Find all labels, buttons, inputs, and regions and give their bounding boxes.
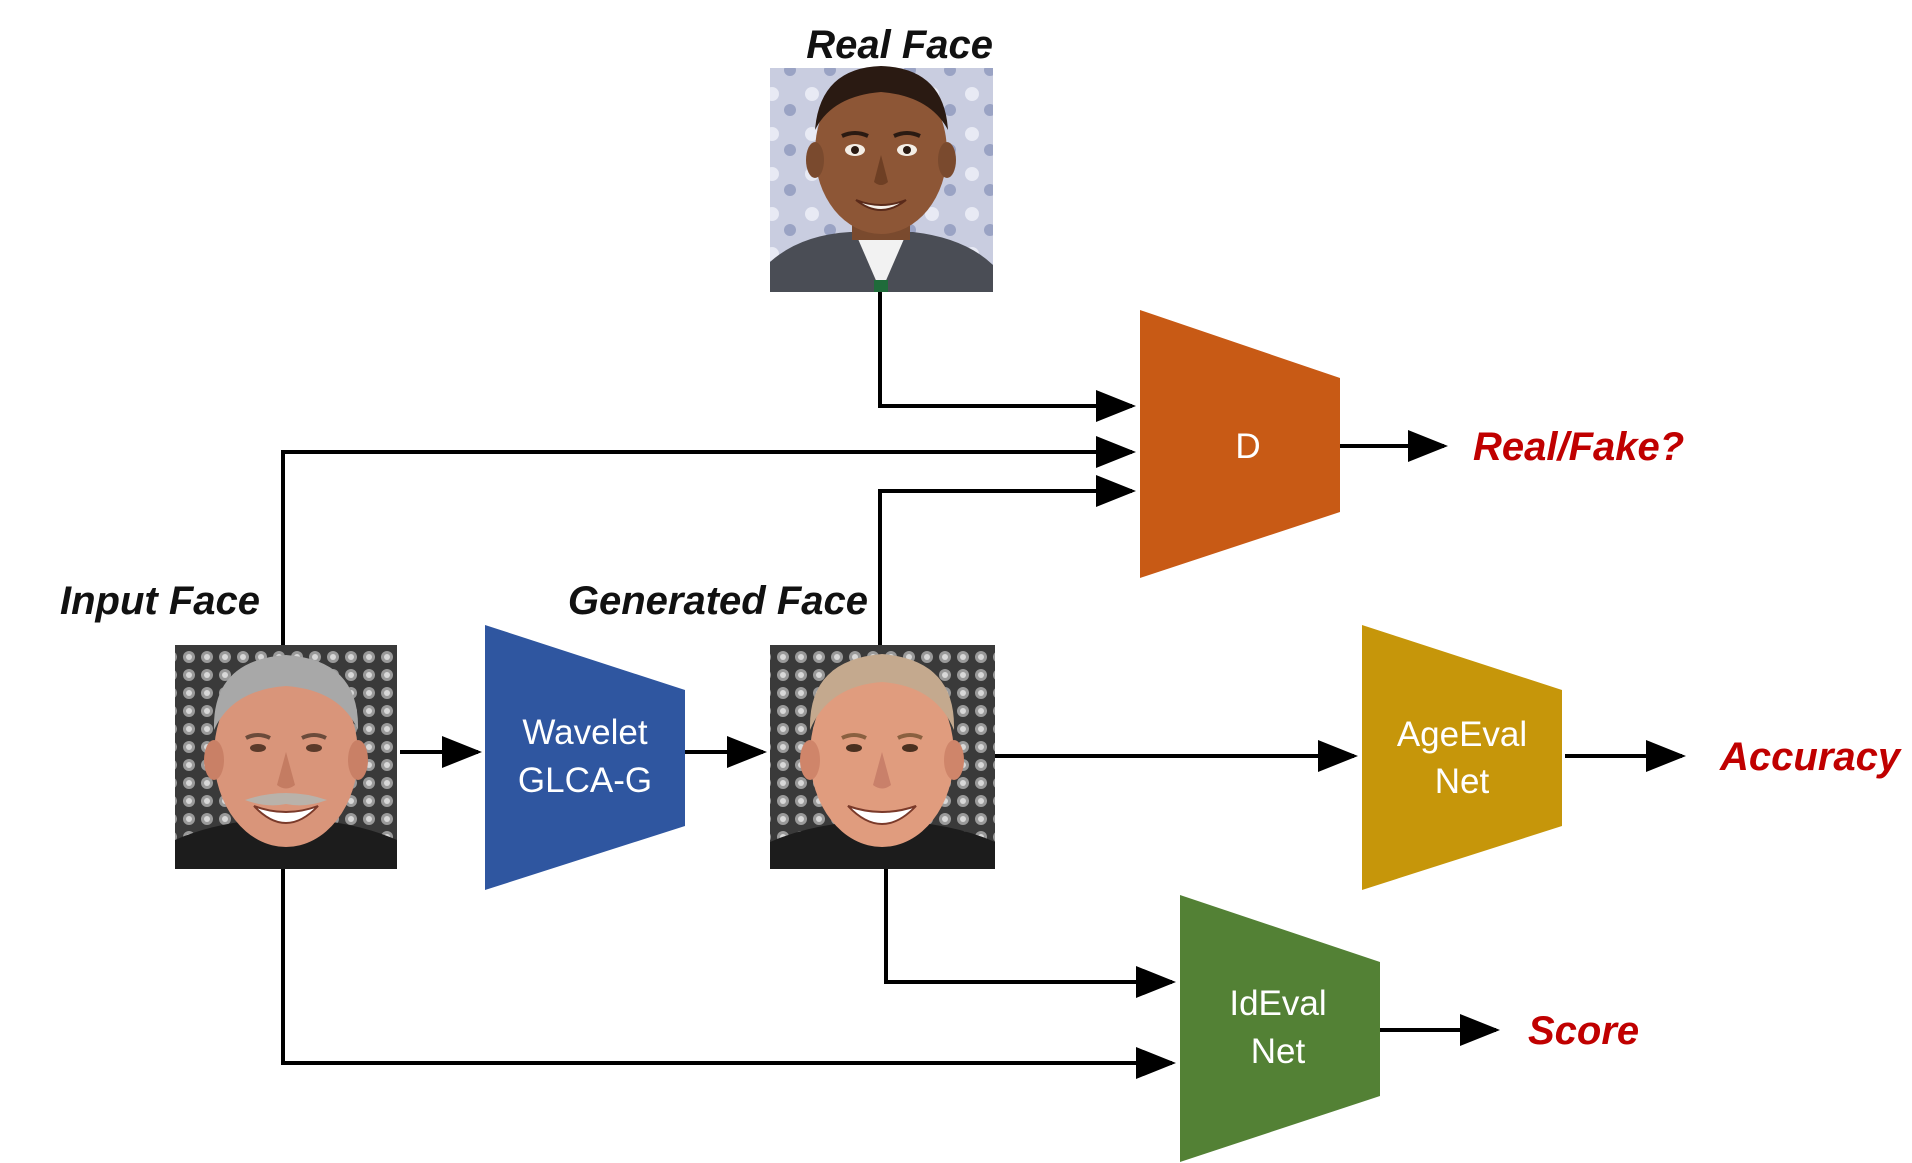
realfake-output-label: Real/Fake? [1473, 425, 1684, 469]
ideval-trapezoid [1180, 895, 1380, 1162]
ageeval-trapezoid [1362, 625, 1562, 890]
generator-label-line1: Wavelet [522, 713, 647, 752]
ageeval-label-line1: AgeEval [1397, 715, 1527, 754]
generator-trapezoid [485, 625, 685, 890]
generator-label-line2: GLCA-G [518, 761, 652, 800]
ideval-label-line1: IdEval [1229, 984, 1326, 1023]
accuracy-output-label: Accuracy [1719, 735, 1902, 779]
real-face-label: Real Face [806, 23, 993, 67]
ideval-block: IdEval Net [1180, 895, 1380, 1162]
discriminator-label: D [1235, 427, 1260, 466]
wire-real-to-d [878, 292, 1136, 422]
wire-input-to-ideval [281, 869, 1176, 1079]
discriminator-block: D [1140, 310, 1340, 578]
ideval-label-line2: Net [1251, 1032, 1306, 1071]
real-face-image [770, 66, 993, 292]
input-face-label: Input Face [60, 579, 260, 623]
ageeval-label-line2: Net [1435, 762, 1490, 801]
input-face-image [175, 645, 397, 869]
discriminator-trapezoid [1140, 310, 1340, 578]
generator-block: Wavelet GLCA-G [485, 625, 685, 890]
score-output-label: Score [1528, 1009, 1639, 1053]
wire-generated-to-ideval [884, 869, 1176, 998]
wire-input-to-d [281, 436, 1136, 645]
generated-face-image [770, 645, 995, 869]
ageeval-block: AgeEval Net [1362, 625, 1562, 890]
generated-face-label: Generated Face [568, 579, 868, 623]
wire-generated-to-d [878, 475, 1136, 645]
